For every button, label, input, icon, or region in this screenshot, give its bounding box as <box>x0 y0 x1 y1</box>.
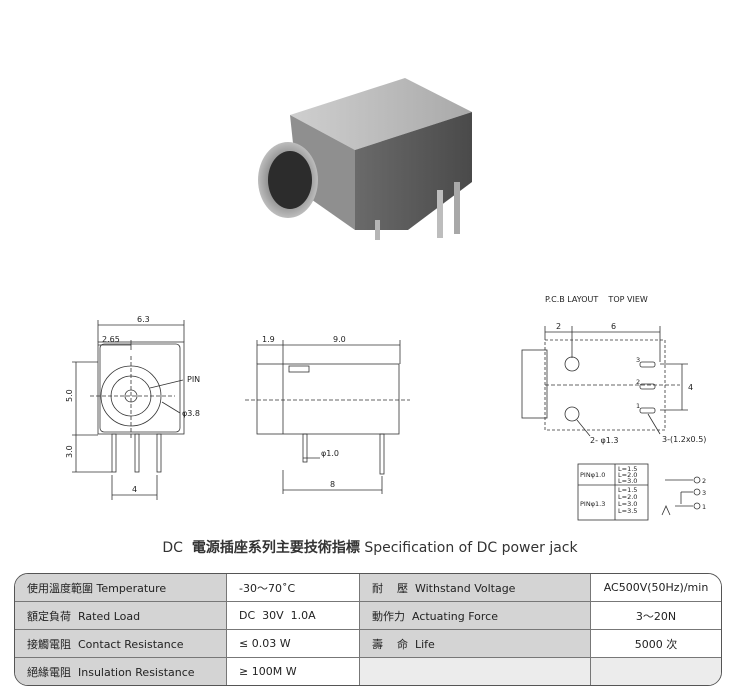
pin-table-row2-value: L=3.5 <box>618 507 637 515</box>
dim-front-pin-spacing: 4 <box>132 485 137 494</box>
table-row: 使用溫度範圍 Temperature -30～70˚C 耐 壓 Withstan… <box>15 574 721 602</box>
spec-caption: DC 電源插座系列主要技術指標 Specification of DC powe… <box>0 537 740 557</box>
pcb-dim-a: 2 <box>556 322 561 331</box>
pin-table-row1-value: L=3.0 <box>618 477 637 485</box>
pcb-title: P.C.B LAYOUT TOP VIEW <box>545 295 648 304</box>
schematic-pin-label: 1 <box>702 503 706 511</box>
label-hole-diameter: φ3.8 <box>182 409 200 418</box>
schematic-pin-label: 2 <box>702 477 706 485</box>
pcb-pin-3: 3 <box>636 356 640 364</box>
pcb-dim-height: 4 <box>688 383 693 392</box>
spec-value: 5000 次 <box>591 630 721 658</box>
pin-table-row1-label: PINφ1.0 <box>580 471 605 479</box>
caption-chinese: 電源插座系列主要技術指標 <box>191 540 360 556</box>
spec-value: ≥ 100M W <box>227 658 360 685</box>
spec-value: DC 30V 1.0A <box>227 602 360 630</box>
caption-prefix: DC <box>162 540 183 556</box>
pcb-slot-label: 3-(1.2x0.5) <box>662 435 706 444</box>
dim-front-offset: 2.65 <box>102 335 120 344</box>
dim-front-height: 5.0 <box>65 389 74 402</box>
spec-label: 動作力 Actuating Force <box>360 602 591 630</box>
schematic-pin-label: 3 <box>702 489 706 497</box>
pin-table-row2-label: PINφ1.3 <box>580 500 605 508</box>
dim-front-width: 6.3 <box>137 315 150 324</box>
caption-english: Specification of DC power jack <box>364 540 578 556</box>
table-row: 絕緣電阻 Insulation Resistance ≥ 100M W <box>15 658 721 685</box>
technical-drawings: 6.3 2.65 5.0 3.0 4 PIN φ3.8 1.9 9.0 φ1.0… <box>65 295 706 521</box>
table-row: 額定負荷 Rated Load DC 30V 1.0A 動作力 Actuatin… <box>15 602 721 630</box>
spec-value: ≤ 0.03 W <box>227 630 360 658</box>
pcb-dim-b: 6 <box>611 322 616 331</box>
spec-value: 3～20N <box>591 602 721 630</box>
pin-table-row1-value: L=2.0 <box>618 471 637 479</box>
spec-value: -30～70˚C <box>227 574 360 602</box>
spec-label: 耐 壓 Withstand Voltage <box>360 574 591 602</box>
spec-empty-cell <box>360 658 591 685</box>
spec-empty-cell <box>591 658 721 685</box>
dim-side-pin-span: 8 <box>330 480 335 489</box>
spec-label: 壽 命 Life <box>360 630 591 658</box>
pin-table-row2-value: L=1.5 <box>618 486 637 494</box>
spec-label: 絕緣電阻 Insulation Resistance <box>15 658 227 685</box>
product-photo <box>258 78 472 240</box>
spec-label: 額定負荷 Rated Load <box>15 602 227 630</box>
pcb-pin-1: 1 <box>636 402 640 410</box>
label-pin: PIN <box>187 375 200 384</box>
pin-table-row2-value: L=2.0 <box>618 493 637 501</box>
dim-side-offset: 1.9 <box>262 335 275 344</box>
spec-table: 使用溫度範圍 Temperature -30～70˚C 耐 壓 Withstan… <box>14 573 722 686</box>
spec-label: 接觸電阻 Contact Resistance <box>15 630 227 658</box>
spec-label: 使用溫度範圍 Temperature <box>15 574 227 602</box>
pcb-hole-label: 2- φ1.3 <box>590 436 619 445</box>
label-side-pin-diameter: φ1.0 <box>321 449 339 458</box>
spec-value: AC500V(50Hz)/min <box>591 574 721 602</box>
dim-front-pin-height: 3.0 <box>65 445 74 458</box>
pin-table-row2-value: L=3.0 <box>618 500 637 508</box>
dim-side-length: 9.0 <box>333 335 346 344</box>
table-row: 接觸電阻 Contact Resistance ≤ 0.03 W 壽 命 Lif… <box>15 630 721 658</box>
pin-table-row1-value: L=1.5 <box>618 465 637 473</box>
pcb-pin-2: 2 <box>636 378 640 386</box>
